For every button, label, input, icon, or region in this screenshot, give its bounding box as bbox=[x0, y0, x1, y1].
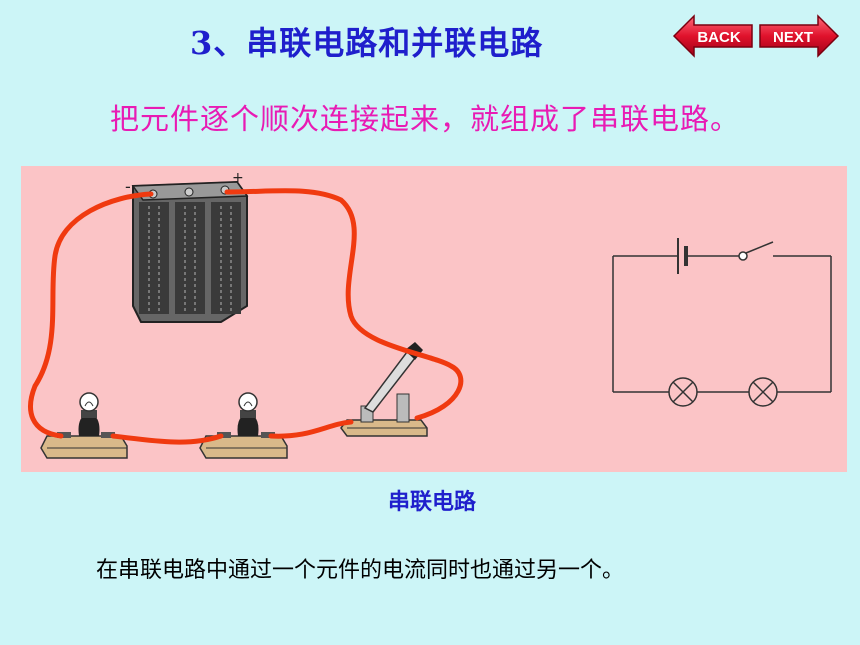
bulb-holder-2 bbox=[199, 392, 288, 459]
explanation-text: 在串联电路中通过一个元件的电流同时也通过另一个。 bbox=[96, 558, 625, 583]
page-title: 3、串联电路和并联电路 bbox=[190, 24, 544, 62]
circuit-wires bbox=[28, 188, 464, 445]
battery-plus-label: + bbox=[232, 170, 244, 186]
back-button-label: BACK bbox=[697, 29, 740, 46]
definition-text: 把元件逐个顺次连接起来，就组成了串联电路。 bbox=[110, 102, 741, 136]
battery-pack: - + bbox=[125, 170, 249, 323]
next-button[interactable]: NEXT bbox=[758, 14, 840, 58]
knife-switch bbox=[340, 342, 428, 437]
bulb-holder-1 bbox=[40, 392, 128, 459]
back-arrow-icon bbox=[672, 14, 753, 58]
series-circuit-figure: - + bbox=[21, 166, 847, 472]
next-button-label: NEXT bbox=[773, 29, 813, 46]
battery-minus-label: - bbox=[125, 177, 131, 196]
circuit-schematic bbox=[612, 238, 832, 407]
figure-caption: 串联电路 bbox=[388, 490, 477, 515]
back-button[interactable]: BACK bbox=[672, 14, 754, 58]
next-arrow-icon bbox=[759, 14, 840, 58]
